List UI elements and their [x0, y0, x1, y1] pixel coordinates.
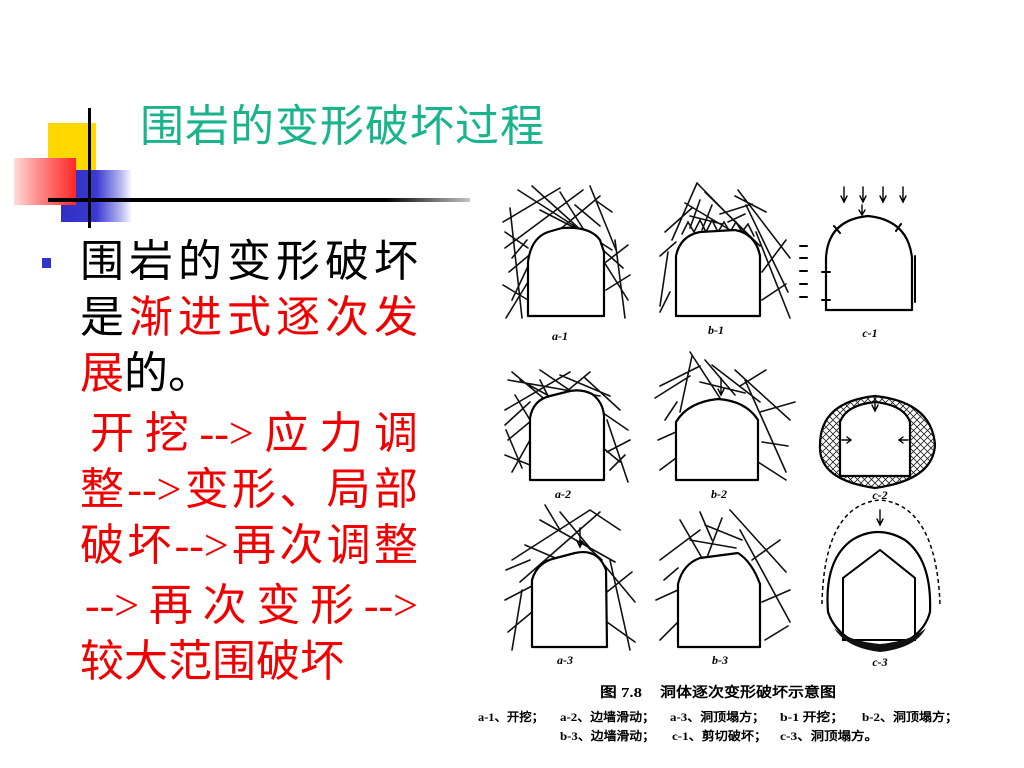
text-line: 较大范围破坏	[80, 634, 418, 690]
panel-label: c-1	[862, 326, 877, 340]
slide-title: 围岩的变形破坏过程	[140, 102, 545, 151]
figure-caption: 洞体逐次变形破坏示意图	[660, 684, 836, 701]
fracture-lines	[659, 182, 791, 319]
tunnel-outline	[674, 397, 760, 482]
tunnel-deformation-figure: a-1 b-1 c-1 a-2 b-2 c-2 a-	[478, 182, 958, 743]
legend-item: c-3、洞顶塌方。	[780, 728, 878, 743]
shear-marks	[821, 223, 916, 303]
panel-c-3: c-3	[821, 499, 941, 669]
legend-item: a-2、边墙滑动；	[560, 709, 655, 724]
panel-c-1: c-1	[799, 186, 916, 340]
text-line: 展的。	[80, 346, 418, 402]
paragraph-1: 围岩的变形破坏 是渐进式逐次发 展的。	[80, 234, 418, 402]
logo-red-square	[14, 158, 76, 205]
down-arrow-icon	[576, 527, 584, 549]
tunnel-outline	[824, 214, 914, 312]
panel-b-3: b-3	[655, 509, 791, 667]
panel-a-2: a-2	[504, 369, 631, 501]
side-pressure-marks	[799, 245, 808, 298]
tunnel-outline	[676, 551, 762, 649]
tunnel-outline	[674, 228, 762, 318]
down-arrow-icon	[717, 377, 725, 397]
emphasis-segment: 开挖-->应力调	[90, 409, 418, 458]
bullet-square-icon	[42, 258, 51, 268]
emphasis-segment: 破坏-->再次调整	[80, 521, 418, 570]
legend-item: c-1、剪切破坏；	[672, 728, 767, 743]
text-segment: 的。	[124, 349, 212, 398]
paragraph-3: -->再次变形--> 较大范围破坏	[80, 578, 418, 690]
tunnel-outline	[530, 551, 609, 649]
panel-label: c-2	[872, 488, 887, 502]
panel-label: b-1	[708, 323, 724, 337]
bullet-text-block: 围岩的变形破坏 是渐进式逐次发 展的。 开挖-->应力调 整-->变形、局部 破…	[80, 234, 418, 690]
legend-item: b-2、洞顶塌方；	[862, 709, 958, 724]
panel-label: a-3	[557, 653, 573, 667]
fracture-lines	[654, 351, 796, 481]
panel-a-3: a-3	[504, 504, 636, 667]
text-line: 整-->变形、局部	[80, 462, 418, 518]
panel-c-2: c-2	[818, 394, 937, 502]
panel-b-1: b-1	[659, 182, 791, 337]
text-line: 开挖-->应力调	[80, 406, 418, 462]
paragraph-2: 开挖-->应力调 整-->变形、局部 破坏-->再次调整	[80, 406, 418, 574]
text-line: 是渐进式逐次发	[80, 290, 418, 346]
title-underline-rule	[48, 198, 470, 202]
text-segment: 是	[80, 293, 129, 342]
fracture-lines	[655, 509, 791, 641]
legend-item: b-1 开挖；	[780, 709, 844, 724]
text-line: 围岩的变形破坏	[80, 234, 418, 290]
emphasis-segment: 渐进式逐次发	[129, 293, 418, 342]
load-arrows	[840, 186, 907, 217]
text-segment: 围岩的变形破坏	[80, 237, 418, 286]
legend-item: a-1、开挖；	[478, 709, 544, 724]
emphasis-segment: -->再次变形-->	[85, 581, 418, 630]
final-failure-arch	[821, 499, 941, 605]
deformation-arrows	[841, 397, 909, 444]
panel-label: a-2	[555, 487, 571, 501]
figure-number: 图 7.8	[600, 685, 642, 701]
panel-a-1: a-1	[502, 185, 631, 343]
legend-item: b-3、边墙滑动；	[560, 728, 655, 743]
floor-heave-zone	[834, 628, 926, 652]
emphasis-segment: 整-->变形、局部	[80, 465, 418, 514]
text-line: 破坏-->再次调整	[80, 518, 418, 574]
text-line: -->再次变形-->	[80, 578, 418, 634]
panel-label: a-1	[552, 329, 568, 343]
legend-item: a-3、洞顶塌方；	[670, 709, 765, 724]
panel-label: c-3	[872, 655, 887, 669]
tunnel-outline	[526, 226, 606, 318]
emphasis-segment: 展	[80, 349, 124, 398]
emphasis-segment: 较大范围破坏	[80, 637, 344, 686]
panel-label: b-3	[712, 653, 728, 667]
panel-b-2: b-2	[654, 351, 796, 501]
down-arrow-icon	[876, 509, 884, 527]
logo-vertical-rule	[88, 108, 91, 228]
panel-label: b-2	[711, 487, 727, 501]
tunnel-outline	[528, 389, 606, 482]
